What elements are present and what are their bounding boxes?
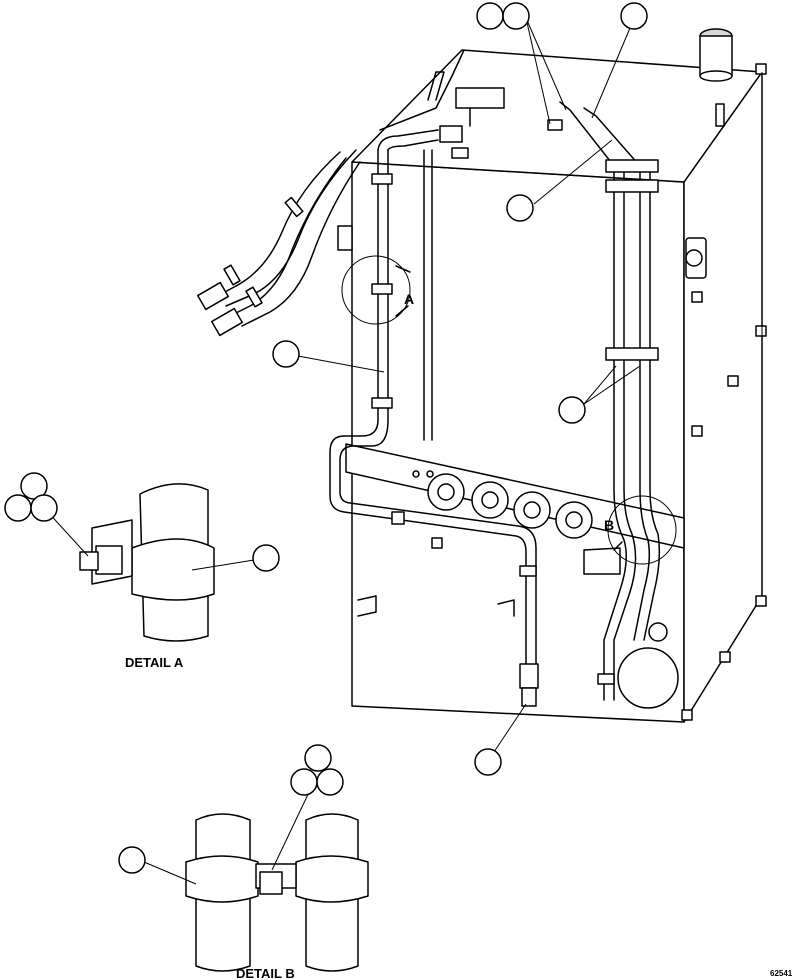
marker-b-label: B — [604, 517, 614, 533]
detail-b-label: DETAIL B — [236, 966, 295, 980]
tank-body — [337, 28, 767, 723]
detail-a-label: DETAIL A — [125, 655, 184, 670]
marker-a-label: A — [404, 291, 414, 307]
callouts — [272, 2, 648, 776]
drawing-number: 62541 — [770, 969, 793, 978]
detail-a-view: DETAIL A — [4, 472, 280, 670]
detail-b-marker: B — [604, 495, 677, 565]
port-row — [412, 470, 593, 539]
hydraulic-lines — [196, 49, 661, 707]
detail-b-view: DETAIL B — [118, 744, 369, 980]
detail-a-marker: A — [341, 255, 414, 325]
